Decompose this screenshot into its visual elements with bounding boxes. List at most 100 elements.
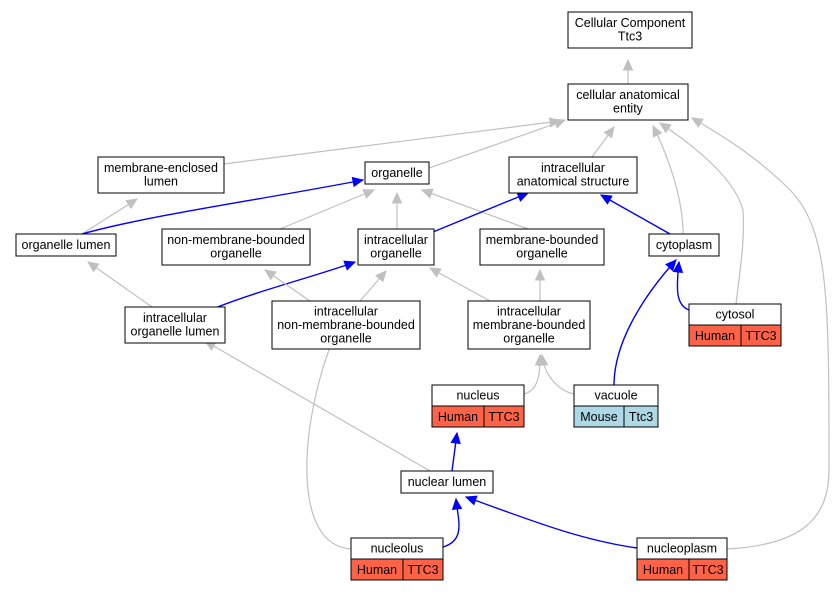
arrowhead-icon [658, 122, 672, 134]
node-label: organelle lumen [22, 238, 111, 252]
species-label: Human [438, 410, 478, 424]
node-label: nucleus [456, 388, 499, 402]
edge-inmbo-io [359, 270, 387, 302]
edge-nucleoplasm-cae [690, 117, 830, 550]
node-label: organelle [503, 331, 554, 345]
species-label: Human [643, 563, 683, 577]
edge-cytosol-cae [658, 122, 745, 305]
edge-line [428, 119, 566, 169]
edge-org-cae [428, 118, 567, 169]
node-label: nucleoplasm [647, 541, 717, 555]
edge-layer [81, 58, 830, 550]
arrowhead-icon [450, 431, 461, 445]
node-box [648, 233, 720, 257]
node-label: lumen [144, 175, 178, 189]
arrowhead-icon [351, 176, 365, 188]
arrowhead-icon [420, 188, 434, 199]
arrowhead-icon [665, 259, 677, 272]
node-cyto[interactable]: cytoplasm [648, 233, 720, 257]
arrowhead-icon [599, 194, 613, 205]
node-box [400, 470, 494, 494]
arrowhead-icon [652, 124, 663, 138]
edge-vacuole-cyto [613, 259, 677, 386]
arrowhead-icon [343, 260, 357, 271]
edge-ias-cae [591, 126, 615, 158]
edge-iol-orglum [87, 261, 153, 308]
gene-tag [483, 405, 525, 428]
edge-nuclum-nucleus [450, 431, 461, 472]
node-label: nuclear lumen [408, 475, 487, 489]
edge-mbo-org [420, 188, 529, 230]
edge-line [214, 261, 356, 309]
edge-cyto-ias [599, 194, 671, 235]
arrowhead-icon [263, 269, 277, 281]
node-label: intracellular [143, 311, 207, 325]
node-label: intracellular [364, 233, 428, 247]
edge-line [279, 189, 375, 230]
arrowhead-icon [451, 497, 463, 510]
node-label: organelle [516, 247, 567, 261]
gene-tag [402, 558, 444, 581]
node-inmbo[interactable]: intracellularnon-membrane-boundedorganel… [271, 300, 421, 350]
node-label: Ttc3 [618, 30, 642, 44]
arrowhead-icon [537, 353, 549, 366]
node-label: non-membrane-bounded [167, 233, 305, 247]
node-orglum[interactable]: organelle lumen [15, 233, 117, 257]
node-label: organelle [371, 166, 422, 180]
node-label: nucleolus [371, 541, 424, 555]
node-box [467, 300, 591, 350]
edge-nmbo-org [279, 189, 376, 230]
node-label: organelle lumen [131, 325, 220, 339]
edge-imbo-io [428, 267, 491, 302]
gene-tag [688, 558, 728, 581]
node-label: entity [613, 102, 644, 116]
node-label: intracellular [314, 304, 378, 318]
edge-iol-io [214, 260, 357, 309]
species-label: Human [695, 329, 735, 343]
edge-cytosol-cyto [672, 260, 690, 311]
node-org[interactable]: organelle [364, 161, 430, 185]
arrowhead-icon [125, 198, 139, 210]
edge-line [541, 354, 575, 395]
node-box [97, 156, 225, 194]
edge-cae-root [622, 58, 634, 84]
edge-line [432, 192, 529, 233]
edge-line [659, 122, 745, 305]
gene-label: TTC3 [745, 329, 776, 343]
edge-line [613, 259, 677, 386]
edge-line [465, 496, 638, 549]
node-label: membrane-bounded [473, 318, 586, 332]
gene-label: TTC3 [407, 563, 438, 577]
arrowhead-icon [428, 267, 442, 278]
arrowhead-icon [87, 261, 100, 273]
node-label: anatomical structure [517, 175, 630, 189]
node-box [161, 228, 311, 266]
edge-line [81, 198, 138, 235]
edge-nucleoplasm-nuclum [464, 495, 638, 549]
edge-line [223, 120, 561, 165]
edge-vacuole-imbo [537, 353, 575, 395]
node-box [15, 233, 117, 257]
node-label: cytosol [716, 307, 755, 321]
edge-line [306, 336, 352, 550]
species-label: Human [357, 563, 397, 577]
edge-line [652, 125, 684, 235]
node-nuclum[interactable]: nuclear lumen [400, 470, 494, 494]
node-box [271, 300, 421, 350]
node-label: organelle [320, 331, 371, 345]
arrowhead-icon [391, 191, 403, 204]
